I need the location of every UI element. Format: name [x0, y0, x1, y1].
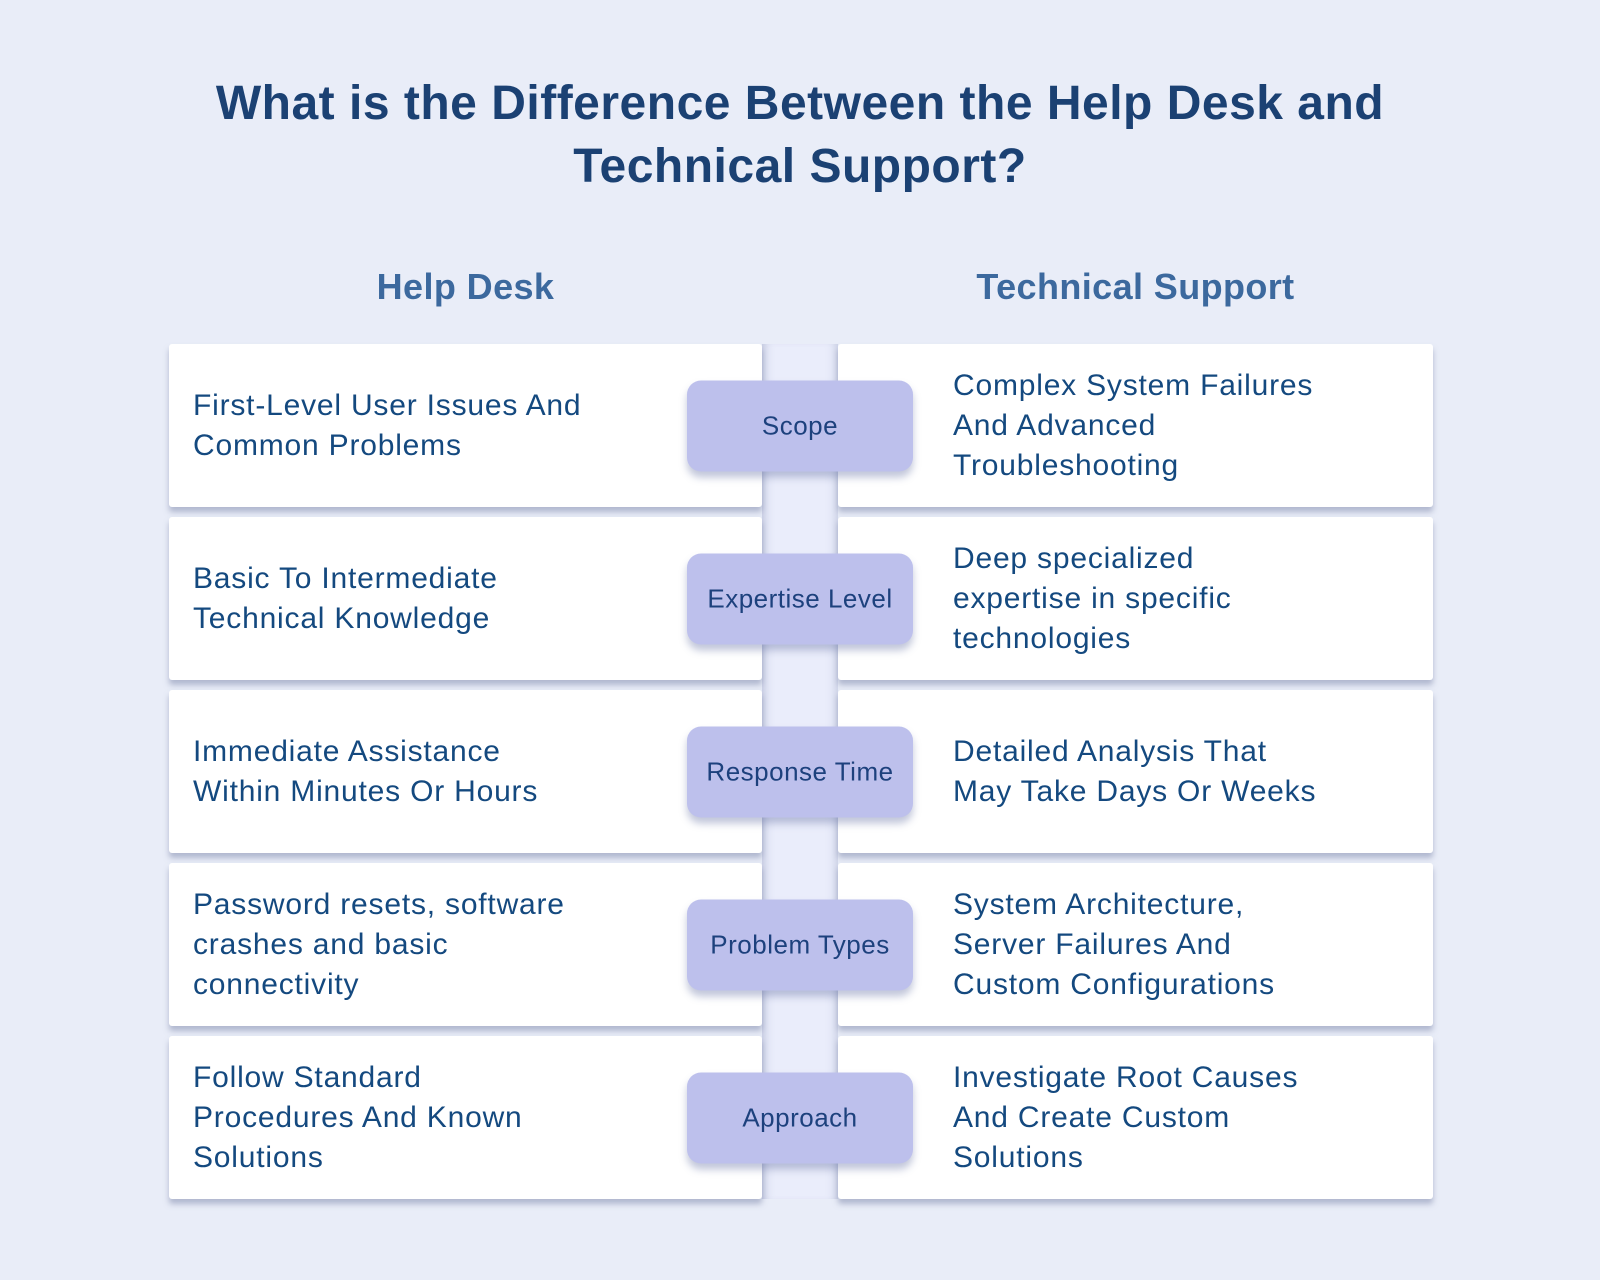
help-desk-text: Basic To Intermediate Technical Knowledg…: [193, 561, 498, 635]
help-desk-card: First-Level User Issues And Common Probl…: [169, 344, 762, 507]
help-desk-text: First-Level User Issues And Common Probl…: [193, 388, 582, 462]
comparison-row-approach: Follow Standard Procedures And Known Sol…: [169, 1036, 1433, 1199]
technical-support-text: Complex System Failures And Advanced Tro…: [953, 368, 1314, 482]
comparison-row-expertise-level: Basic To Intermediate Technical Knowledg…: [169, 517, 1433, 680]
comparison-row-response-time: Immediate Assistance Within Minutes Or H…: [169, 690, 1433, 853]
category-badge: Scope: [687, 380, 913, 471]
technical-support-text: Deep specialized expertise in specific t…: [953, 541, 1232, 655]
help-desk-card: Immediate Assistance Within Minutes Or H…: [169, 690, 762, 853]
category-badge: Problem Types: [687, 899, 913, 990]
comparison-row-scope: First-Level User Issues And Common Probl…: [169, 344, 1433, 507]
technical-support-card: Deep specialized expertise in specific t…: [838, 517, 1433, 680]
help-desk-card: Password resets, software crashes and ba…: [169, 863, 762, 1026]
technical-support-card: System Architecture, Server Failures And…: [838, 863, 1433, 1026]
technical-support-card: Complex System Failures And Advanced Tro…: [838, 344, 1433, 507]
comparison-row-problem-types: Password resets, software crashes and ba…: [169, 863, 1433, 1026]
technical-support-text: Detailed Analysis That May Take Days Or …: [953, 734, 1317, 808]
column-header-help-desk: Help Desk: [376, 266, 555, 307]
technical-support-card: Investigate Root Causes And Create Custo…: [838, 1036, 1433, 1199]
help-desk-card: Basic To Intermediate Technical Knowledg…: [169, 517, 762, 680]
help-desk-text: Immediate Assistance Within Minutes Or H…: [193, 734, 539, 808]
category-badge: Approach: [687, 1072, 913, 1163]
technical-support-text: System Architecture, Server Failures And…: [953, 887, 1275, 1001]
help-desk-text: Password resets, software crashes and ba…: [193, 887, 565, 1001]
column-header-technical-support: Technical Support: [976, 266, 1295, 307]
help-desk-card: Follow Standard Procedures And Known Sol…: [169, 1036, 762, 1199]
comparison-rows: First-Level User Issues And Common Probl…: [169, 344, 1433, 1209]
technical-support-card: Detailed Analysis That May Take Days Or …: [838, 690, 1433, 853]
page-title: What is the Difference Between the Help …: [215, 77, 1385, 193]
help-desk-text: Follow Standard Procedures And Known Sol…: [193, 1060, 523, 1174]
technical-support-text: Investigate Root Causes And Create Custo…: [953, 1060, 1299, 1174]
category-badge: Expertise Level: [687, 553, 913, 644]
category-badge: Response Time: [687, 726, 913, 817]
